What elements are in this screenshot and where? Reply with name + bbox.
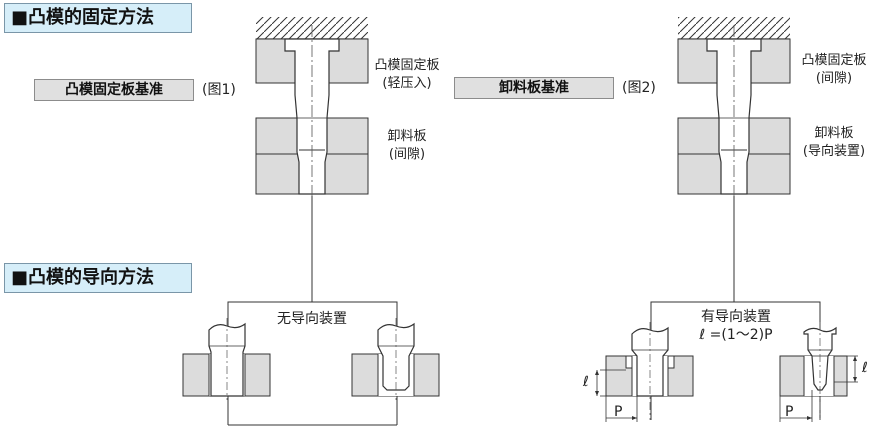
section-title-punch-guiding: ■凸模的导向方法 xyxy=(4,263,192,293)
fig2-stripper-note: 卸料板 (导向装置) xyxy=(796,125,872,161)
fig2-plate1-name: 凸模固定板 xyxy=(801,53,867,68)
fig1-retainer-note: 凸模固定板 (轻压入) xyxy=(370,57,444,93)
with-guide-figure xyxy=(595,322,858,422)
retainer-basis-label: 凸模固定板基准 xyxy=(34,79,194,101)
fig1-stripper-note: 卸料板 (间隙) xyxy=(376,128,438,164)
fig1-plate1-note: (轻压入) xyxy=(382,76,432,91)
retainer-figure-ref: (图1) xyxy=(202,82,236,98)
fig1-plate2-name: 卸料板 xyxy=(387,129,427,144)
no-guide-punch-left xyxy=(208,322,246,397)
fig1-plate2-note: (间隙) xyxy=(388,147,426,162)
with-guide-label: 有导向装置 xyxy=(701,309,771,325)
fig2-plate1-note: (间隙) xyxy=(815,71,853,86)
section-title-punch-fixing: ■凸模的固定方法 xyxy=(4,3,192,33)
label-p-left: P xyxy=(614,404,622,420)
label-ell-right: ℓ xyxy=(861,360,868,376)
fig2-plate2-note: (导向装置) xyxy=(802,144,866,159)
with-guide-bushing-left xyxy=(625,355,633,369)
fig1-plate1-name: 凸模固定板 xyxy=(374,58,440,73)
fig2-assembly xyxy=(677,17,791,200)
stripper-basis-label: 卸料板基准 xyxy=(454,77,614,99)
fig1-assembly xyxy=(255,17,369,200)
stripper-figure-ref: (图2) xyxy=(622,80,656,96)
label-ell-left: ℓ xyxy=(582,374,589,390)
fig2-retainer-note: 凸模固定板 (间隙) xyxy=(796,52,872,88)
fig2-plate2-name: 卸料板 xyxy=(814,126,854,141)
no-guide-label: 无导向装置 xyxy=(277,311,347,327)
no-guide-figure xyxy=(182,318,440,400)
label-p-right: P xyxy=(785,404,793,420)
guide-length-formula: ℓ =(1～2)P xyxy=(699,327,773,343)
